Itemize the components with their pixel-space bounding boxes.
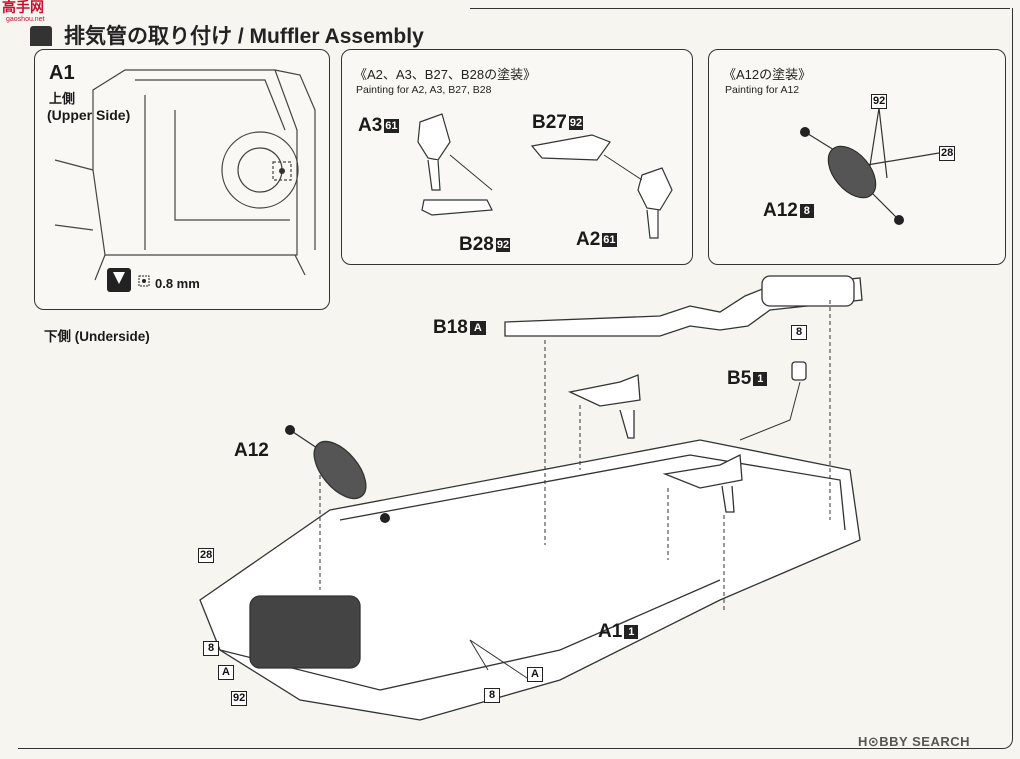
a3-color-code: 61 <box>384 118 399 133</box>
watermark-logo: 高手网 <box>2 0 44 15</box>
engine-callout-a: A <box>218 665 234 680</box>
a12-painting-drawing <box>800 107 940 225</box>
a1-color-code: 1 <box>624 624 639 639</box>
a12-painting-heading-en: Painting for A12 <box>725 84 800 96</box>
drill-size-label: 0.8 mm <box>155 276 200 291</box>
a12-callout-28: 28 <box>939 146 956 161</box>
a1-upper-drawing <box>54 69 316 292</box>
watermark-url: gaoshou.net <box>6 16 45 23</box>
step-number-icon <box>30 26 52 46</box>
part-a12-main: A12 <box>234 440 269 461</box>
panel-painting-a2-a3-b27-b28: 《A2、A3、B27、B28の塗装》 Painting for A2, A3, … <box>341 49 693 265</box>
page-frame <box>18 8 1013 749</box>
painting-heading-jp: 《A2、A3、B27、B28の塗装》 <box>354 67 537 82</box>
b27-color-code: 92 <box>568 115 584 130</box>
hobby-search-logo: H⊙BBY SEARCH <box>858 734 970 749</box>
engine-callout-92: 92 <box>231 691 248 706</box>
upper-side-jp: 上側 <box>49 91 76 106</box>
b5-callout-8: 8 <box>791 325 807 340</box>
page-title: 排気管の取り付け / Muffler Assembly <box>64 25 424 48</box>
upper-side-en: (Upper Side) <box>47 107 131 123</box>
bottom-callout-8: 8 <box>484 688 500 703</box>
underside-label: 下側 (Underside) <box>44 329 150 344</box>
a12-painting-heading-jp: 《A12の塗装》 <box>723 67 812 82</box>
b18-color-code: A <box>469 320 486 335</box>
b5-color-code: 1 <box>753 371 768 386</box>
a1-part-label: A1 <box>49 62 75 84</box>
panel-a1-upper-side: A1 上側 (Upper Side) 0.8 mm <box>34 49 330 310</box>
b28-color-code: 92 <box>495 237 511 252</box>
painting-parts-drawing <box>417 113 673 239</box>
a12-callout-92: 92 <box>871 94 888 109</box>
engine-callout-28: 28 <box>198 548 215 563</box>
bottom-callout-a: A <box>527 667 543 682</box>
a2-color-code: 61 <box>602 232 617 247</box>
page-frame-top <box>470 8 1010 9</box>
painting-heading-en: Painting for A2, A3, B27, B28 <box>356 84 492 96</box>
a12-color-code: 8 <box>799 203 814 218</box>
engine-callout-8: 8 <box>203 641 219 656</box>
